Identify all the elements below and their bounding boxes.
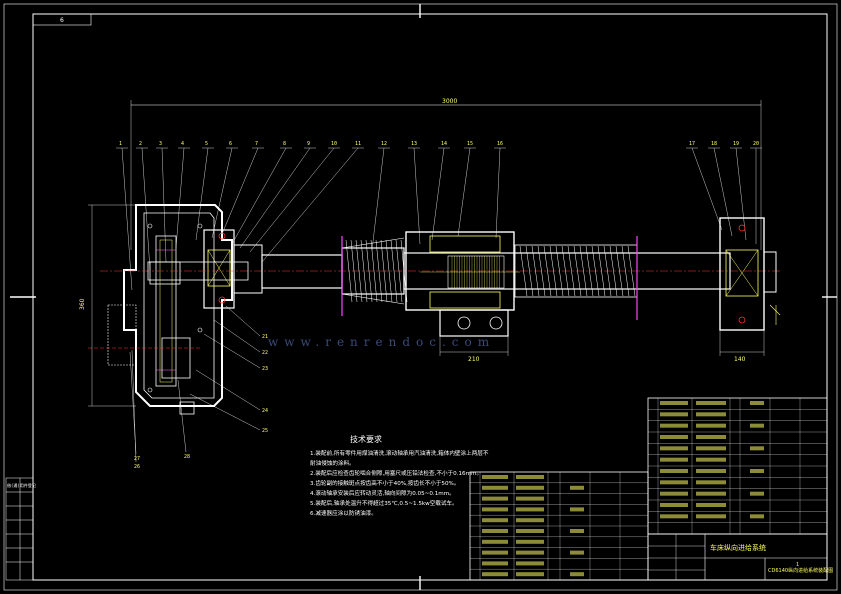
gearbox-housing [88,204,233,415]
leader-line [239,147,311,249]
watermark: www.renrendoc.com [268,335,495,349]
overall-dimension-value: 3000 [442,98,457,105]
bearing-width-value: 140 [734,356,746,363]
leader-line [211,147,233,239]
tech-notes-title: 技术要求 [350,434,382,444]
leader-line [141,147,151,271]
callout-number: 10 [331,141,337,147]
callout-number: 11 [355,141,361,147]
callouts-left-lower: 21 22 23 24 25 [189,305,268,434]
callout-number: 28 [184,454,190,460]
leader-line [221,147,259,235]
callout-number: 22 [262,350,268,356]
leader-line [495,147,501,239]
leader-line [195,147,209,241]
tech-note-line: 4.滚动轴承安装后应转动灵活,轴向间隙为0.05~0.1mm。 [310,489,455,497]
leader-line [177,379,187,453]
left-strip-label: 借(通)用件登记 [7,482,36,488]
leader-line [413,147,421,245]
callout-number: 1 [119,141,122,147]
technical-requirements: 技术要求 1.装配前,所有零件用煤油清洗,滚动轴承用汽油清洗,箱体内壁涂上两层不… [310,434,489,517]
leader-line [735,147,747,241]
callout-number: 17 [689,141,695,147]
leader-line [231,147,287,245]
leader-line [121,147,133,291]
callout-number: 12 [381,141,387,147]
ball-nut-assembly [405,231,520,337]
callout-number: 7 [255,141,258,147]
leader-line [175,147,185,249]
leader-line [249,147,335,253]
tech-note-line: 2.装配后应检查齿轮啮合侧隙,用塞尺或压铅法检查,不小于0.16mm。 [310,469,482,477]
callout-number: 27 [134,456,140,462]
overall-dimension: 3000 [130,98,762,250]
parts-list-upper [647,397,828,535]
tech-note-line: 6.减速器应涂以防锈油漆。 [310,509,377,517]
callout-number: 23 [262,366,268,372]
leader-line [713,147,733,237]
callout-number: 26 [134,464,140,470]
left-height-dimension: 360 [79,204,136,407]
callout-number: 16 [497,141,503,147]
drawing-code: CD6140纵向进给系统装配图 [768,567,833,574]
callouts-bottom: 27 26 28 [129,349,190,470]
callout-number: 6 [229,141,232,147]
tech-note-line: 耐油侵蚀的涂料。 [310,459,355,467]
leader-line [691,147,723,231]
callout-number: 4 [181,141,184,147]
callout-number: 13 [411,141,417,147]
leader-line [371,147,385,251]
bearing-block-right: 140 [719,217,781,363]
callout-number: 2 [139,141,142,147]
callout-number: 15 [467,141,473,147]
callout-number: 9 [307,141,310,147]
leader-line [189,393,261,431]
tech-note-line: 1.装配前,所有零件用煤油清洗,滚动轴承用汽油清洗,箱体内壁涂上两层不 [310,449,489,457]
leader-line [261,147,359,263]
left-registration-strip: 借(通)用件登记 [5,477,36,581]
sheet-number: 1 [796,562,799,568]
gear-width-value: 210 [468,356,480,363]
tech-note-line: 3.齿轮副的接触斑点按齿高不小于40%,按齿长不小于50%。 [310,479,459,487]
header-tag: 6 [60,17,64,24]
callout-number: 21 [262,334,268,340]
callout-number: 3 [159,141,162,147]
tech-note-line: 5.装配后,轴承处温升不得超过35℃,0.5~1.5kw空载试车。 [310,499,458,507]
gear-width-dimension: 210 [439,336,509,363]
callout-number: 8 [283,141,286,147]
left-height-value: 360 [79,298,86,310]
callout-number: 20 [753,141,759,147]
drawing-name: 车床纵向进给系统 [710,543,766,552]
parts-list-lower [469,471,649,581]
leader-line [195,369,261,411]
header-tag-box [32,13,92,26]
callout-number: 24 [262,408,268,414]
callout-number: 19 [733,141,739,147]
title-block: 车床纵向进给系统 CD6140纵向进给系统装配图 1 [647,533,833,581]
lead-screw-shaft [100,236,780,320]
callout-number: 18 [711,141,717,147]
callout-number: 14 [441,141,447,147]
callout-number: 5 [205,141,208,147]
leader-line [431,147,445,241]
leader-line [457,147,471,237]
leader-line [213,319,261,353]
callout-number: 25 [262,428,268,434]
leader-line [203,333,261,369]
leader-line [131,349,137,463]
leader-line [225,305,261,337]
